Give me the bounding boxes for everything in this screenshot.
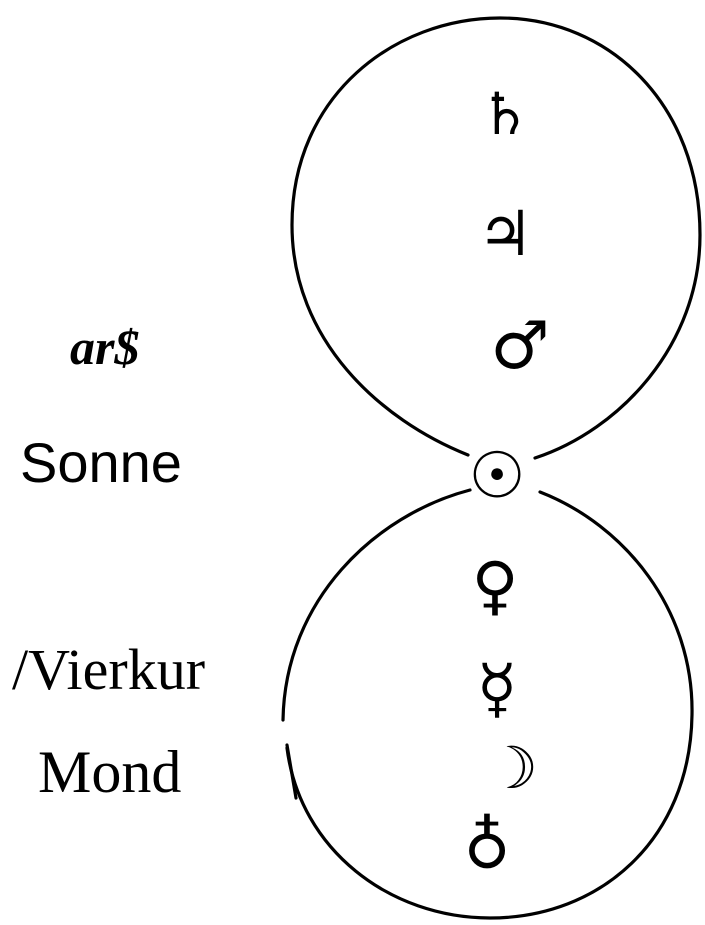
- earth-icon: ♁: [464, 810, 511, 884]
- mercury-icon: ☿: [477, 650, 518, 727]
- moon-icon: ☽: [486, 734, 538, 802]
- venus-icon: ♀: [472, 550, 519, 624]
- label-vierkur: /Vierkur: [12, 637, 206, 702]
- tick-mark: [285, 743, 298, 800]
- jupiter-icon: ♃: [477, 197, 533, 270]
- upper-circle: [290, 16, 702, 460]
- label-mond: Mond: [38, 739, 182, 805]
- saturn-icon: ♄: [479, 80, 531, 148]
- label-ars: ar$: [70, 319, 140, 375]
- label-sonne: Sonne: [20, 431, 182, 494]
- sun-icon: ☉: [468, 440, 525, 514]
- lower-circle: [281, 488, 694, 920]
- mars-icon: ♂: [490, 307, 549, 384]
